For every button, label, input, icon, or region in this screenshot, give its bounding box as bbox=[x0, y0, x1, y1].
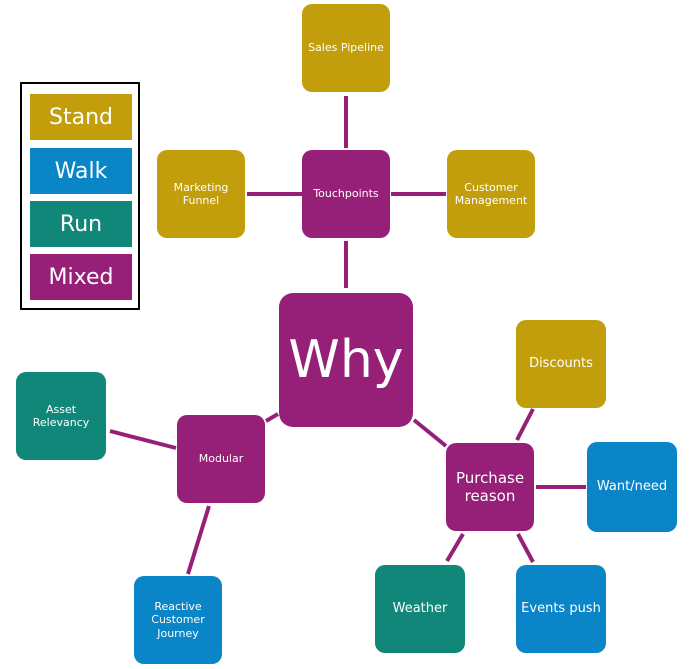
node-want-need-label: Want/need bbox=[596, 479, 668, 495]
node-marketing-funnel: Marketing Funnel bbox=[157, 150, 245, 238]
node-discounts-label: Discounts bbox=[529, 356, 593, 372]
link-why-modular bbox=[264, 412, 280, 423]
node-why-label: Why bbox=[288, 329, 404, 390]
link-modular-reactive-journey bbox=[186, 505, 211, 575]
node-marketing-funnel-label: Marketing Funnel bbox=[173, 180, 229, 207]
legend-item-stand: Stand bbox=[30, 94, 132, 140]
node-reactive-customer-journey: Reactive Customer Journey bbox=[134, 576, 222, 664]
link-modular-asset-relevancy bbox=[109, 429, 177, 450]
node-modular: Modular bbox=[177, 415, 265, 503]
node-events-push-label: Events push bbox=[521, 601, 601, 617]
legend-item-mixed: Mixed bbox=[30, 254, 132, 300]
node-purchase-reason: Purchase reason bbox=[446, 443, 534, 531]
link-why-purchase-reason bbox=[412, 418, 448, 448]
legend-label-mixed: Mixed bbox=[48, 264, 114, 290]
node-weather-label: Weather bbox=[392, 601, 448, 617]
node-weather: Weather bbox=[375, 565, 465, 653]
legend-label-stand: Stand bbox=[49, 104, 113, 130]
legend-item-walk: Walk bbox=[30, 148, 132, 194]
node-asset-relevancy-label: Asset Relevancy bbox=[32, 402, 90, 429]
node-discounts: Discounts bbox=[516, 320, 606, 408]
node-purchase-reason-label: Purchase reason bbox=[455, 469, 525, 505]
node-want-need: Want/need bbox=[587, 442, 677, 532]
node-sales-pipeline: Sales Pipeline bbox=[302, 4, 390, 92]
node-reactive-customer-journey-label: Reactive Customer Journey bbox=[151, 600, 205, 640]
link-purchase-weather bbox=[445, 532, 465, 563]
node-sales-pipeline-label: Sales Pipeline bbox=[308, 41, 384, 55]
node-asset-relevancy: Asset Relevancy bbox=[16, 372, 106, 460]
node-customer-management-label: Customer Management bbox=[454, 180, 528, 207]
link-purchase-events-push bbox=[516, 533, 535, 563]
legend-label-run: Run bbox=[59, 211, 103, 237]
node-touchpoints-label: Touchpoints bbox=[313, 187, 379, 201]
node-events-push: Events push bbox=[516, 565, 606, 653]
node-modular-label: Modular bbox=[198, 452, 244, 466]
link-purchase-discounts bbox=[515, 408, 535, 441]
legend-label-walk: Walk bbox=[54, 158, 108, 184]
legend-item-run: Run bbox=[30, 201, 132, 247]
node-customer-management: Customer Management bbox=[447, 150, 535, 238]
legend: Stand Walk Run Mixed bbox=[20, 82, 140, 310]
node-why: Why bbox=[279, 293, 413, 427]
node-touchpoints: Touchpoints bbox=[302, 150, 390, 238]
